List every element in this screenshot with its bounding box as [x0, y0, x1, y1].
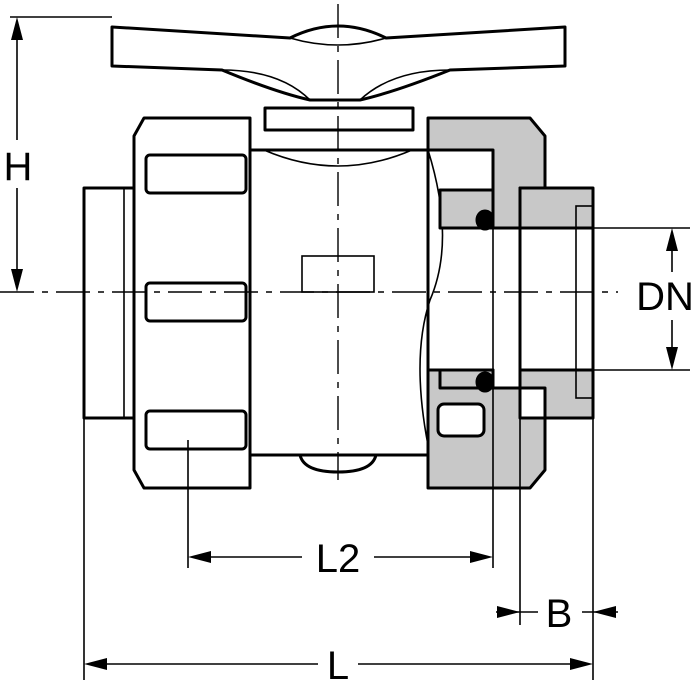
dimension-l-label: L	[327, 644, 349, 688]
dimension-dn: DN	[630, 228, 700, 370]
dimension-b-label: B	[546, 592, 573, 636]
dimension-h-label: H	[4, 145, 33, 189]
center-lines	[0, 4, 618, 480]
extension-lines	[10, 16, 690, 680]
dimension-l2: L2	[188, 535, 493, 581]
left-union-nut	[132, 116, 252, 490]
dimension-b: B	[496, 590, 618, 636]
dimension-dn-label: DN	[636, 275, 694, 319]
dimension-l: L	[84, 642, 593, 688]
left-end-connector	[82, 186, 136, 420]
valve-body	[248, 148, 444, 474]
dimension-h: H	[0, 17, 36, 292]
right-end-connector-section	[518, 186, 595, 420]
dimension-l2-label: L2	[316, 537, 361, 581]
